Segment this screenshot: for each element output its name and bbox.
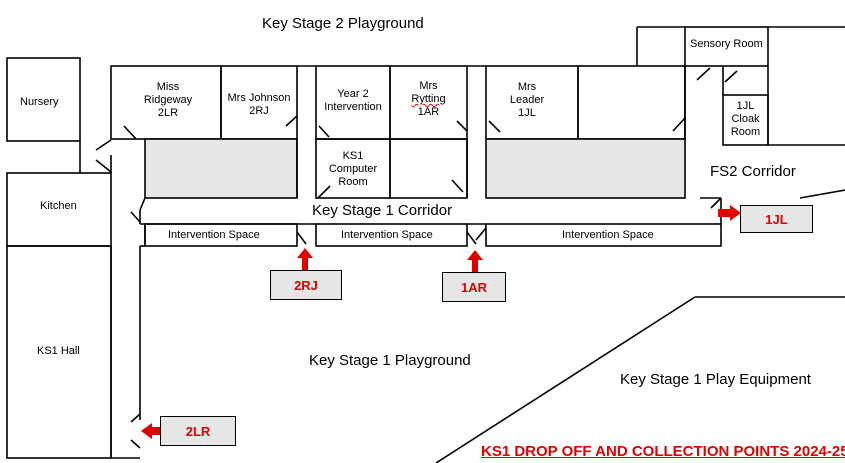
intervention-space-3 — [485, 223, 722, 247]
label-mrs-rytting-line2: Rytting — [411, 93, 446, 106]
label-computer-line1: KS1 — [342, 150, 364, 162]
label-ks1-playground: Key Stage 1 Playground — [309, 352, 471, 369]
label-mrs-leader: Mrs Leader 1JL — [500, 81, 554, 121]
label-intervention-space-3: Intervention Space — [562, 229, 654, 241]
drop-point-2rj: 2RJ — [270, 270, 342, 300]
label-mrs-leader-line3: 1JL — [518, 107, 536, 120]
label-ks1-corridor: Key Stage 1 Corridor — [312, 202, 453, 219]
label-mrs-leader-line2: Leader — [509, 94, 545, 107]
arrow-up-2rj — [297, 248, 313, 270]
room-sensory — [684, 26, 769, 67]
label-computer-line3: Room — [338, 176, 368, 189]
label-fs2-corridor: FS2 Corridor — [710, 163, 796, 180]
label-computer-line2: Computer — [328, 163, 378, 176]
label-mrs-johnson-line2: 2RJ — [249, 105, 269, 118]
label-ks1-hall: KS1 Hall — [37, 345, 80, 357]
label-1jl-cloak-room: 1JL Cloak Room — [725, 100, 766, 140]
label-cloak-line1: 1JL — [736, 100, 755, 112]
label-mrs-johnson-line1: Mrs Johnson — [227, 92, 291, 104]
intervention-space-1 — [144, 223, 298, 247]
room-unlabelled-mid — [389, 138, 468, 199]
label-year2-line1: Year 2 — [337, 88, 369, 100]
shaded-room-left — [144, 138, 298, 199]
label-intervention-space-2: Intervention Space — [341, 229, 433, 241]
label-mrs-johnson: Mrs Johnson 2RJ — [223, 92, 295, 118]
drop-point-2lr: 2LR — [160, 416, 236, 446]
label-year2-line2: Intervention — [324, 101, 382, 114]
arrow-up-1ar — [467, 250, 483, 272]
label-mrs-rytting-line1: Mrs — [419, 80, 438, 92]
intervention-space-2 — [315, 223, 468, 247]
label-ks1-computer-room: KS1 Computer Room — [318, 150, 388, 190]
label-cloak-line2: Cloak — [731, 113, 760, 126]
label-mrs-leader-line1: Mrs — [517, 81, 537, 93]
drop-point-1ar: 1AR — [442, 272, 506, 302]
label-ks2-playground: Key Stage 2 Playground — [262, 15, 424, 32]
label-miss-ridgeway: Miss Ridgeway 2LR — [140, 81, 196, 121]
label-kitchen: Kitchen — [40, 200, 77, 212]
label-intervention-space-1: Intervention Space — [168, 229, 260, 241]
room-unlabelled-top — [577, 65, 686, 140]
nursery-room — [6, 57, 81, 142]
label-miss-ridgeway-line2: Ridgeway — [143, 94, 193, 107]
label-sensory-room: Sensory Room — [690, 38, 763, 50]
arrow-left-2lr — [141, 423, 162, 439]
label-miss-ridgeway-line3: 2LR — [157, 107, 179, 120]
drop-point-1jl: 1JL — [740, 205, 813, 233]
map-title: KS1 DROP OFF AND COLLECTION POINTS 2024-… — [481, 443, 845, 460]
arrow-right-1jl — [718, 205, 741, 221]
label-miss-ridgeway-line1: Miss — [156, 81, 180, 93]
label-mrs-rytting-line3: 1AR — [417, 106, 440, 119]
label-mrs-rytting: Mrs Rytting 1AR — [392, 80, 465, 120]
label-ks1-play-equipment: Key Stage 1 Play Equipment — [620, 371, 811, 388]
label-cloak-line3: Room — [730, 126, 761, 139]
label-year2-intervention: Year 2 Intervention — [318, 88, 388, 114]
label-nursery: Nursery — [20, 96, 59, 108]
shaded-room-right — [485, 138, 686, 199]
